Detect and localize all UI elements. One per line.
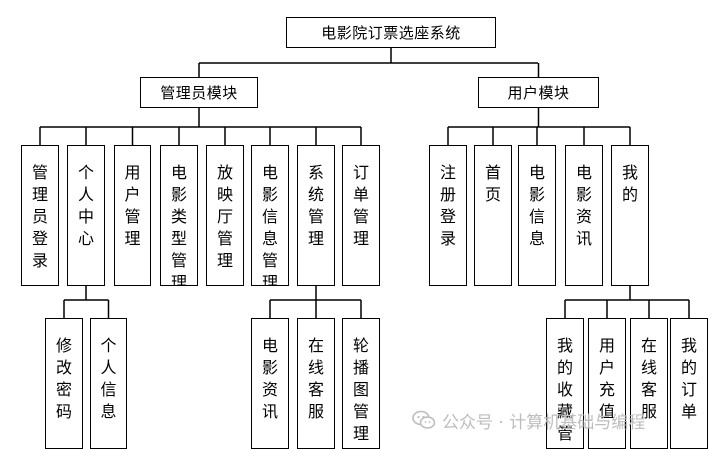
user-item-node: 注册登录	[429, 145, 467, 286]
root-node: 电影院订票选座系统	[286, 17, 496, 48]
admin-item-node: 用户管理	[114, 145, 151, 286]
watermark-text: 公众号 · 计算机基础与编程	[442, 412, 646, 433]
admin-item-node: 个人中心	[67, 145, 105, 286]
user-module-node-label: 用户模块	[507, 84, 570, 102]
admin-item-node: 放映厅管理	[206, 145, 244, 286]
user-item-node: 电影信息	[518, 145, 556, 286]
admin-subitem-node: 在线客服	[297, 318, 335, 449]
user-subitem-node: 我的订单	[670, 318, 708, 449]
admin-item-node: 订单管理	[342, 145, 380, 286]
admin-subitem-node: 个人信息	[90, 318, 127, 449]
admin-subitem-node: 电影资讯	[251, 318, 289, 449]
user-subitem-node: 我的收藏管理	[546, 318, 584, 449]
user-item-node: 我的	[611, 145, 649, 286]
watermark: 公众号 · 计算机基础与编程	[412, 400, 712, 440]
root-node-label: 电影院订票选座系统	[321, 24, 461, 42]
admin-item-node: 系统管理	[297, 145, 335, 286]
admin-module-node: 管理员模块	[140, 77, 258, 108]
admin-item-node: 电影类型管理	[160, 145, 198, 286]
user-item-node: 电影资讯	[565, 145, 603, 286]
user-item-node: 首页	[474, 145, 512, 286]
wechat-logo-icon	[412, 409, 436, 431]
admin-subitem-node: 修改密码	[45, 318, 83, 449]
admin-item-node: 管理员登录	[21, 145, 59, 286]
admin-subitem-node: 轮播图管理	[342, 318, 380, 449]
user-subitem-node: 在线客服	[630, 318, 668, 449]
admin-module-node-label: 管理员模块	[160, 84, 238, 102]
user-module-node: 用户模块	[478, 77, 599, 108]
admin-item-node: 电影信息管理	[251, 145, 289, 286]
user-subitem-node: 用户充值	[588, 318, 626, 449]
